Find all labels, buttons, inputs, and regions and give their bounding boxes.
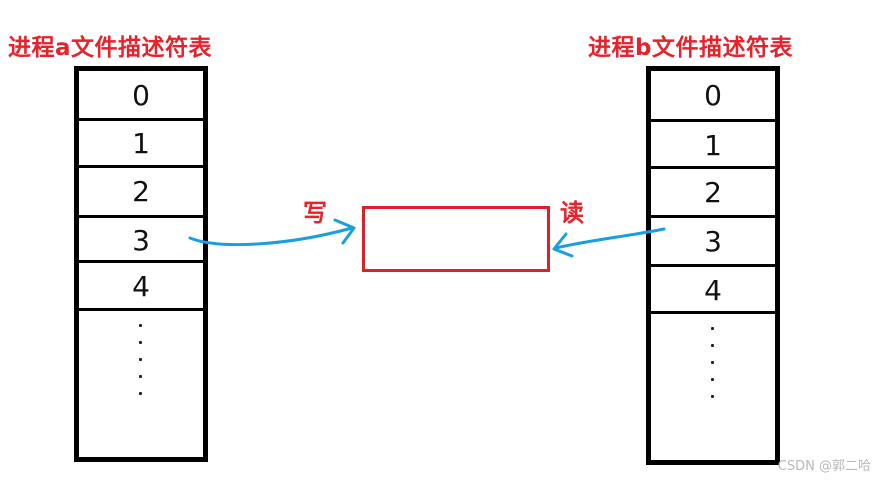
write-label: 写 [303, 199, 327, 227]
fd-row-1: 1 [132, 127, 150, 160]
row-divider [79, 165, 203, 168]
process-a-table-title: 进程a文件描述符表 [8, 35, 213, 61]
fd-row-0: 0 [704, 78, 722, 112]
row-divider [79, 308, 203, 311]
process-a-fd-table: 0 1 2 3 4 [74, 66, 208, 462]
fd-row-3: 3 [132, 224, 150, 257]
row-divider [651, 311, 775, 314]
read-label: 读 [560, 199, 584, 227]
shared-file-buffer [362, 206, 550, 272]
watermark: CSDN @郭二哈 [777, 459, 871, 474]
fd-row-1: 1 [704, 128, 722, 162]
row-divider [79, 260, 203, 263]
row-divider [79, 118, 203, 121]
fd-row-4: 4 [704, 273, 722, 307]
process-b-fd-table: 0 1 2 3 4 [646, 66, 780, 465]
row-divider [651, 215, 775, 218]
fd-row-2: 2 [704, 175, 722, 209]
fd-row-2: 2 [132, 174, 150, 208]
fd-row-4: 4 [132, 269, 150, 303]
row-divider [651, 166, 775, 169]
continuation-dots [711, 327, 715, 417]
process-b-table-title: 进程b文件描述符表 [588, 35, 793, 61]
row-divider [651, 119, 775, 122]
read-arrow [554, 227, 666, 250]
row-divider [651, 264, 775, 267]
write-arrow [188, 226, 354, 247]
continuation-dots [139, 324, 143, 414]
row-divider [79, 215, 203, 218]
read-arrowhead [552, 232, 574, 258]
fd-row-3: 3 [704, 224, 722, 258]
fd-row-0: 0 [132, 78, 150, 112]
write-arrowhead [333, 218, 356, 245]
